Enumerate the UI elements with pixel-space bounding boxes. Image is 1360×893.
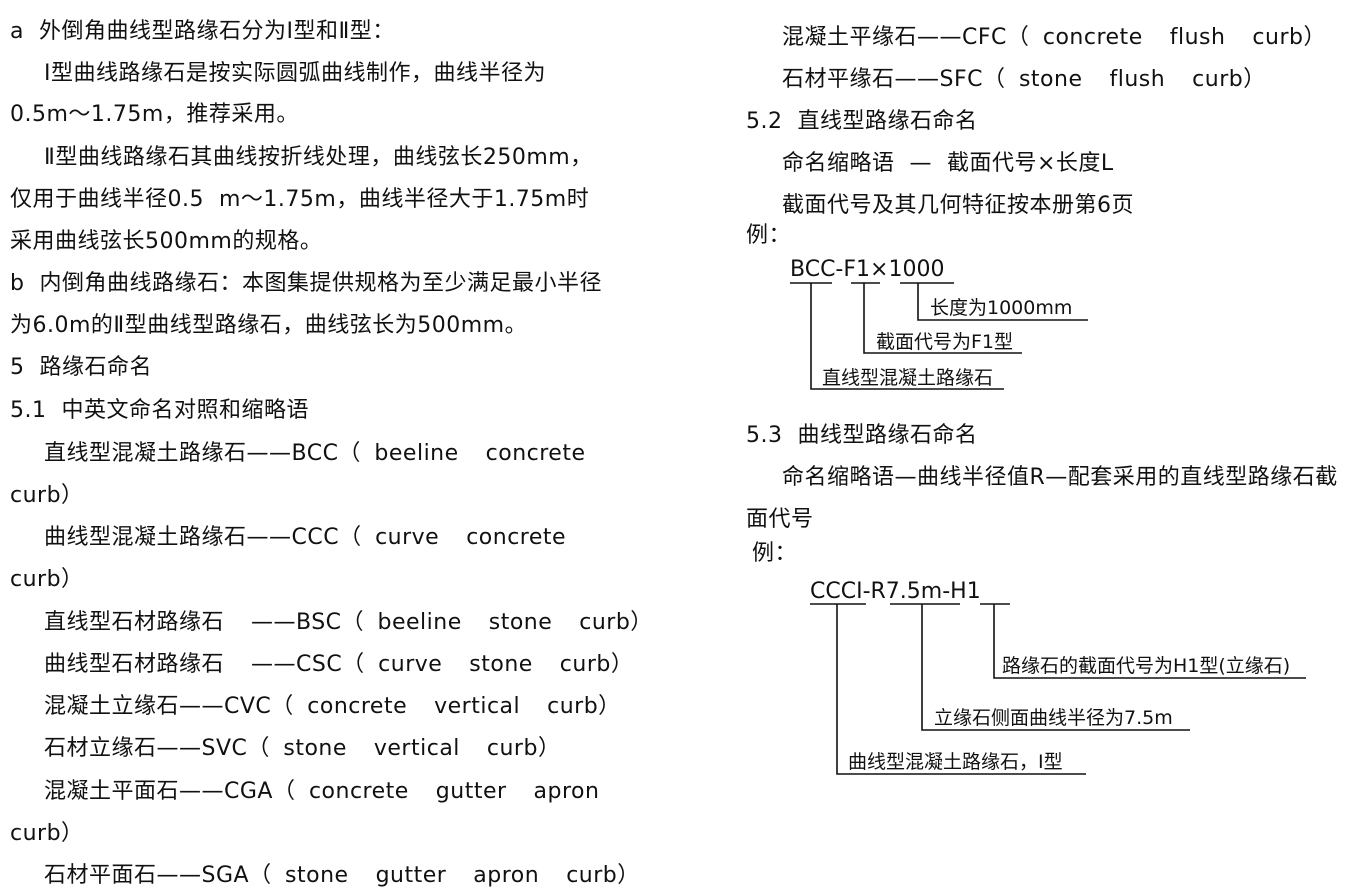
term-bsc: 直线型石材路缘石 ——BSC（ beeline stone curb） bbox=[44, 610, 653, 635]
term-cvc: 混凝土立缘石——CVC（ concrete vertical curb） bbox=[44, 694, 621, 719]
term-bcc-cont: curb） bbox=[10, 483, 84, 508]
term-ccc-cont: curb） bbox=[10, 567, 84, 592]
term-csc: 曲线型石材路缘石 ——CSC（ curve stone curb） bbox=[44, 652, 634, 677]
term-svc: 石材立缘石——SVC（ stone vertical curb） bbox=[44, 736, 561, 761]
example-2-section-label: 路缘石的截面代号为H1型(立缘石) bbox=[1002, 655, 1291, 677]
type-1-description-cont: 0.5m～1.75m，推荐采用。 bbox=[10, 102, 299, 127]
term-cga: 混凝土平面石——CGA（ concrete gutter apron bbox=[44, 779, 600, 804]
example-1-code: BCC-F1×1000 bbox=[790, 257, 945, 282]
section-code-note: 截面代号及其几何特征按本册第6页 bbox=[782, 193, 1134, 218]
example-1-label: 例： bbox=[746, 223, 792, 248]
term-cga-cont: curb） bbox=[10, 821, 84, 846]
type-1-description: Ⅰ型曲线路缘石是按实际圆弧曲线制作，曲线半径为 bbox=[44, 61, 546, 86]
section-5-2-heading: 5.2 直线型路缘石命名 bbox=[746, 109, 978, 134]
example-2-radius-label: 立缘石侧面曲线半径为7.5m bbox=[934, 707, 1173, 729]
term-sfc: 石材平缘石——SFC（ stone flush curb） bbox=[782, 67, 1266, 92]
example-1-section-label: 截面代号为F1型 bbox=[876, 331, 1014, 353]
section-5-1-heading: 5.1 中英文命名对照和缩略语 bbox=[10, 398, 309, 423]
term-cfc: 混凝土平缘石——CFC（ concrete flush curb） bbox=[782, 25, 1326, 50]
type-2-description-end: 采用曲线弦长500mm的规格。 bbox=[10, 229, 323, 254]
leader-type-2 bbox=[836, 604, 1086, 775]
naming-rule-curve: 命名缩略语—曲线半径值R—配套采用的直线型路缘石截 bbox=[782, 465, 1338, 490]
section-5-3-heading: 5.3 曲线型路缘石命名 bbox=[746, 423, 978, 448]
paragraph-b-cont: 为6.0m的Ⅱ型曲线型路缘石，曲线弦长为500mm。 bbox=[10, 313, 528, 338]
paragraph-a-heading: a 外倒角曲线型路缘石分为Ⅰ型和Ⅱ型： bbox=[10, 19, 395, 44]
paragraph-b-heading: b 内倒角曲线路缘石：本图集提供规格为至少满足最小半径 bbox=[10, 271, 602, 296]
term-ccc: 曲线型混凝土路缘石——CCC（ curve concrete bbox=[44, 525, 567, 550]
term-bcc: 直线型混凝土路缘石——BCC（ beeline concrete bbox=[44, 441, 586, 466]
example-2-label: 例： bbox=[752, 541, 798, 566]
naming-rule-curve-cont: 面代号 bbox=[746, 507, 814, 532]
type-2-description: Ⅱ型曲线路缘石其曲线按折线处理，曲线弦长250mm， bbox=[44, 145, 593, 170]
type-2-description-cont: 仅用于曲线半径0.5 m～1.75m，曲线半径大于1.75m时 bbox=[10, 187, 590, 212]
term-sga: 石材平面石——SGA（ stone gutter apron curb） bbox=[44, 863, 640, 888]
section-5-heading: 5 路缘石命名 bbox=[10, 355, 152, 380]
example-1-length-label: 长度为1000mm bbox=[930, 297, 1073, 319]
example-2-type-label: 曲线型混凝土路缘石，Ⅰ型 bbox=[848, 751, 1063, 773]
example-1-type-label: 直线型混凝土路缘石 bbox=[822, 367, 994, 389]
naming-rule-straight: 命名缩略语 — 截面代号×长度L bbox=[782, 151, 1114, 176]
example-2-code: CCCⅠ-R7.5m-H1 bbox=[810, 579, 981, 604]
